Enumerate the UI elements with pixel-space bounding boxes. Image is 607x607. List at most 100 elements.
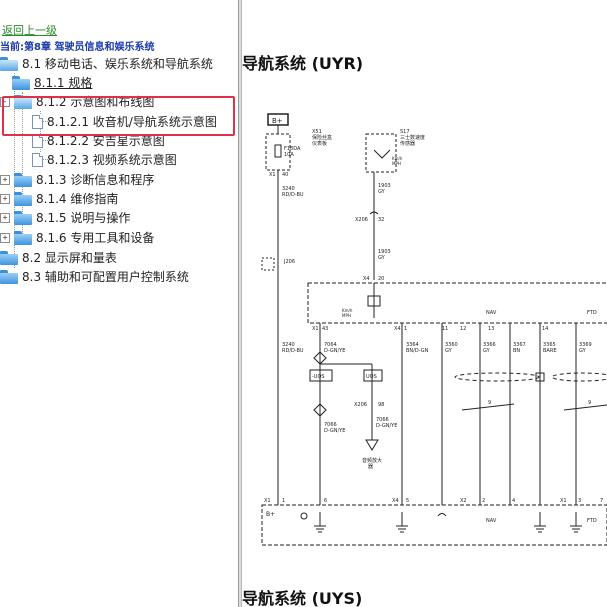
diagram-label: F18DA (284, 146, 301, 152)
folder-icon (0, 250, 18, 265)
diagram-label: 40 (282, 172, 288, 178)
diagram-label: D-GN/YE (324, 428, 345, 434)
tree-item-label: 8.1.3 诊断信息和程序 (36, 173, 155, 187)
expand-toggle[interactable]: + (0, 232, 10, 243)
uqs-option-box (309, 369, 333, 382)
diagram-label: D-GN/YE (376, 423, 397, 429)
diagram-label: 3366 (483, 342, 496, 348)
diagram-label: X2 (460, 498, 467, 504)
diagram-label: 1 (282, 498, 285, 504)
diagram-label: 3360 (445, 342, 458, 348)
back-to-parent-link[interactable]: 返回上一级 (2, 24, 57, 37)
diagram-label: B+ (272, 117, 283, 125)
tree-item-label: 8.1.2.3 视频系统示意图 (47, 153, 177, 167)
folder-icon (0, 269, 18, 284)
diagram-label: -UQS (312, 374, 325, 380)
schematic-content-pane: 导航系统 (UYR) B+ X51 保险丝盒 仪表板 F18DA 10A X1 … (242, 0, 607, 607)
section-title-uys: 导航系统 (UYS) (242, 589, 363, 607)
diagram-label: MPH (392, 161, 401, 166)
shield-ellipse (551, 372, 607, 382)
diagram-label: X4 (392, 498, 399, 504)
shield-terminal (535, 372, 545, 382)
tree-item-8-2[interactable]: 8.2 显示屏和量表 (0, 248, 117, 267)
ground-symbol (534, 512, 546, 533)
diagram-label: 3365 (543, 342, 556, 348)
diagram-label: RD/D-BU (282, 192, 304, 198)
folder-icon (14, 191, 32, 206)
expand-toggle[interactable]: + (0, 212, 10, 223)
diagram-label: FTD (587, 518, 597, 524)
diagram-label: 1 (404, 326, 407, 332)
diagram-label: 3369 (579, 342, 592, 348)
fuse-symbol (274, 144, 282, 158)
diagram-label: NAV (486, 518, 497, 524)
diagram-label: 三士数速度 (400, 134, 425, 141)
diagram-label: BN/D-GN (406, 348, 429, 354)
splice-box (261, 257, 275, 271)
folder-icon (14, 172, 32, 187)
tree-item-label: 8.1.6 专用工具和设备 (36, 231, 155, 245)
diagram-label: Km/h (342, 308, 353, 313)
diagram-label: 3240 (282, 342, 295, 348)
tree-guide-line (14, 73, 15, 268)
selection-highlight-box (2, 96, 235, 136)
diagram-label: 20 (378, 276, 384, 282)
tree-item-8-3[interactable]: 8.3 辅助和可配置用户控制系统 (0, 267, 189, 286)
diagram-label: 音频放大 (362, 457, 382, 464)
ground-symbol (396, 512, 408, 533)
diagram-label: 1903 (378, 183, 391, 189)
diagram-label: 43 (322, 326, 328, 332)
diagram-label: FTD (587, 310, 597, 316)
diagram-label: 3364 (406, 342, 419, 348)
diagram-label: 10A (284, 152, 294, 158)
diagram-label: 9 (488, 400, 491, 406)
diagram-label: GY (378, 255, 386, 261)
diagram-label: 3240 (282, 186, 295, 192)
diagram-label: MPH (342, 313, 351, 318)
diagram-label: BN (513, 348, 520, 354)
tree-item-8-1[interactable]: 8.1 移动电话、娱乐系统和导航系统 (0, 54, 213, 73)
current-chapter-label: 当前:第8章 驾驶员信息和娱乐系统 (0, 42, 155, 53)
diagram-label: GY (579, 348, 587, 354)
uqs-option-box (363, 369, 383, 382)
tree-guide-line (40, 159, 50, 160)
diagram-label: 传感器 (400, 140, 415, 147)
diagram-label: NAV (486, 310, 497, 316)
folder-icon (14, 210, 32, 225)
diagram-label: X206 (355, 217, 368, 223)
tree-item-8-1-5[interactable]: + 8.1.5 说明与操作 (0, 208, 130, 227)
diagram-label: 2 (482, 498, 485, 504)
document-icon (32, 114, 43, 129)
tree-item-label: 8.3 辅助和可配置用户控制系统 (22, 270, 189, 284)
tree-item-8-1-1[interactable]: 8.1.1 规格 (12, 73, 92, 92)
folder-icon (12, 75, 30, 90)
tree-item-8-1-2-3[interactable]: 8.1.2.3 视频系统示意图 (32, 150, 177, 169)
diagram-label: X206 (354, 402, 367, 408)
expand-toggle[interactable]: + (0, 193, 10, 204)
expand-toggle[interactable]: + (0, 174, 10, 185)
diagram-label: X4 (394, 326, 401, 332)
diagram-label: X4 (363, 276, 370, 282)
diagram-label: GY (445, 348, 453, 354)
diagram-label: GY (483, 348, 491, 354)
tree-item-8-1-3[interactable]: + 8.1.3 诊断信息和程序 (0, 170, 154, 189)
document-icon (32, 152, 43, 167)
tree-item-8-1-2-1[interactable]: 8.1.2.1 收音机/导航系统示意图 (32, 112, 217, 131)
diagram-label: 5 (406, 498, 409, 504)
tree-item-8-1-6[interactable]: + 8.1.6 专用工具和设备 (0, 228, 154, 247)
folder-icon (14, 230, 32, 245)
radio-module-outline (307, 282, 607, 324)
ground-symbol (314, 512, 326, 533)
open-folder-icon (0, 56, 18, 71)
diagram-label: 9 (588, 400, 591, 406)
diagram-label: RD/D-BU (282, 348, 304, 354)
diagram-label: X51 (312, 129, 322, 135)
pane-splitter[interactable] (238, 0, 242, 607)
diagram-label: S17 (400, 129, 410, 135)
tree-item-8-1-4[interactable]: + 8.1.4 维修指南 (0, 189, 118, 208)
diagram-label: 6 (324, 498, 327, 504)
diagram-label: 7 (600, 498, 603, 504)
diagram-label: X1 (560, 498, 567, 504)
navigation-wiring-diagram: B+ X51 保险丝盒 仪表板 F18DA 10A X1 40 3240 RD/… (261, 113, 607, 546)
tree-item-label: 8.1.2.2 安吉星示意图 (47, 134, 165, 148)
